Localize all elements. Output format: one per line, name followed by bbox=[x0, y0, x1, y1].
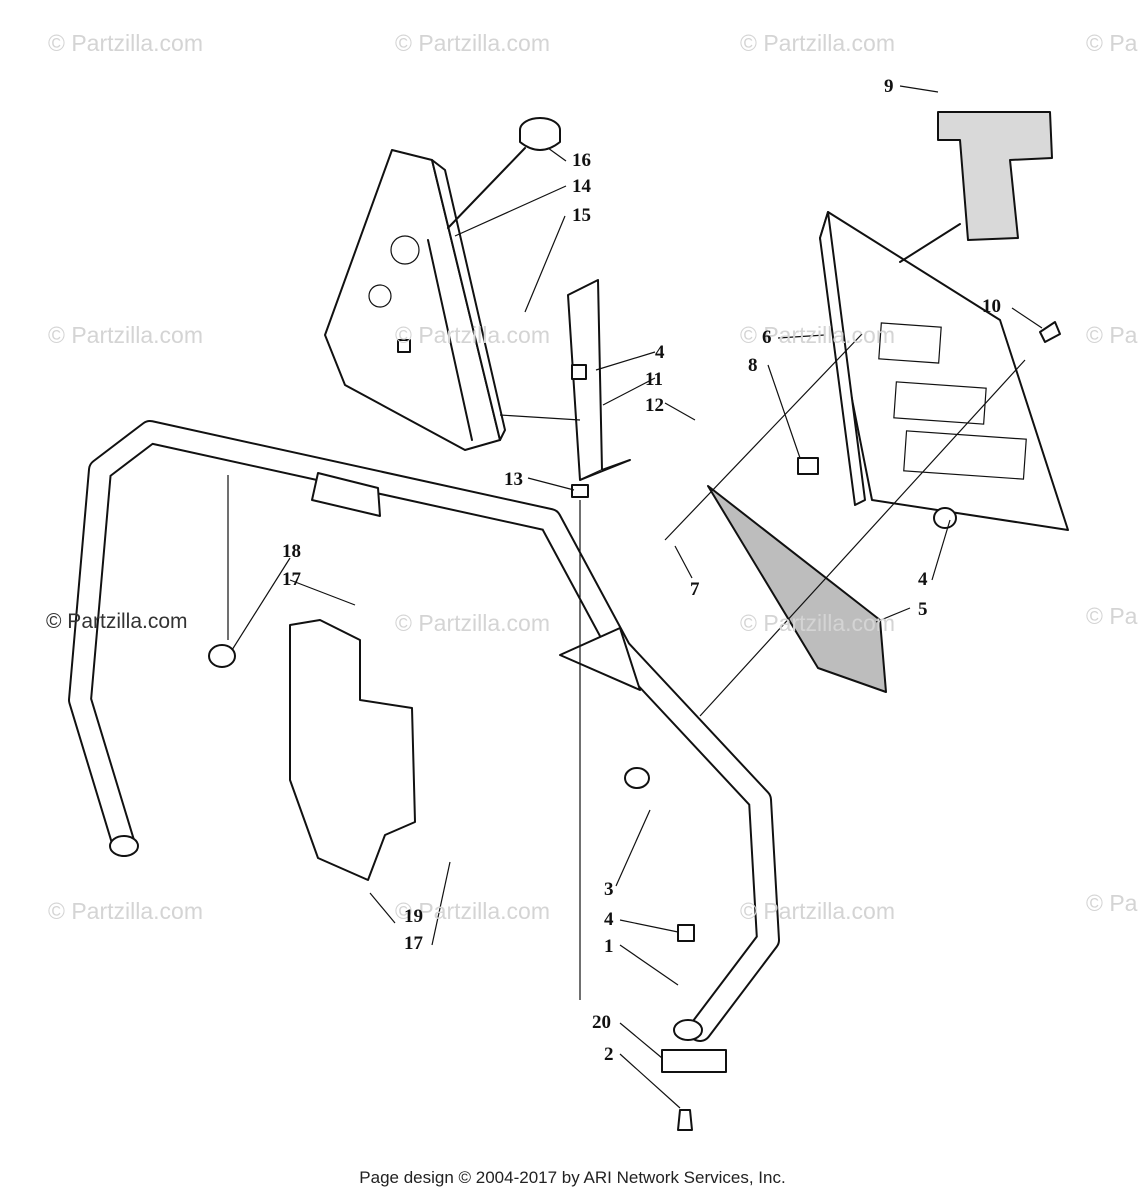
bracket-part bbox=[499, 279, 631, 498]
left-side-panel bbox=[324, 149, 506, 451]
callout-20: 20 bbox=[592, 1012, 611, 1033]
cap-part bbox=[447, 117, 561, 229]
watermark: © Pa bbox=[1086, 603, 1138, 629]
callout-4: 4 bbox=[604, 909, 614, 930]
callout-13: 13 bbox=[504, 469, 523, 490]
callout-3: 3 bbox=[604, 879, 614, 900]
fasteners bbox=[624, 321, 1061, 1131]
watermark: © Partzilla.com bbox=[48, 322, 203, 348]
callout-19: 19 bbox=[404, 906, 423, 927]
callout-4: 4 bbox=[918, 569, 928, 590]
callout-5: 5 bbox=[918, 599, 928, 620]
watermark: © Partzilla.com bbox=[740, 610, 895, 636]
callout-8: 8 bbox=[748, 355, 758, 376]
watermark: © Partzilla.com bbox=[48, 30, 203, 56]
watermark: © Partzilla.com bbox=[740, 898, 895, 924]
watermark: © Partzilla.com bbox=[395, 610, 550, 636]
callout-9: 9 bbox=[884, 76, 894, 97]
callout-14: 14 bbox=[572, 176, 591, 197]
watermark: © Partzilla.com bbox=[395, 30, 550, 56]
watermark: © Partzilla.com bbox=[740, 322, 895, 348]
callout-17: 17 bbox=[282, 569, 301, 590]
right-side-panel bbox=[797, 211, 1069, 531]
callout-2: 2 bbox=[604, 1044, 614, 1065]
callout-11: 11 bbox=[645, 369, 663, 390]
watermark: © Partzilla.com bbox=[46, 610, 188, 633]
callout-4: 4 bbox=[655, 342, 665, 363]
page-footer: Page design © 2004-2017 by ARI Network S… bbox=[359, 1168, 786, 1187]
watermark: © Partzilla.com bbox=[48, 898, 203, 924]
mesh-screen-part bbox=[707, 485, 887, 693]
callout-18: 18 bbox=[282, 541, 301, 562]
watermark: © Pa bbox=[1086, 890, 1138, 916]
watermark: © Partzilla.com bbox=[395, 322, 550, 348]
leader-lines bbox=[227, 85, 1043, 1109]
callout-12: 12 bbox=[645, 395, 664, 416]
watermark: © Pa bbox=[1086, 30, 1138, 56]
callout-7: 7 bbox=[690, 579, 700, 600]
callout-10: 10 bbox=[982, 296, 1001, 317]
watermark: © Partzilla.com bbox=[740, 30, 895, 56]
watermark: © Pa bbox=[1086, 322, 1138, 348]
callout-1: 1 bbox=[604, 936, 614, 957]
callout-15: 15 bbox=[572, 205, 591, 226]
watermark: © Partzilla.com bbox=[395, 898, 550, 924]
callout-17: 17 bbox=[404, 933, 423, 954]
callout-6: 6 bbox=[762, 327, 772, 348]
lower-center-plate bbox=[208, 619, 416, 881]
foam-block-part bbox=[899, 111, 1053, 263]
bumper-tube-part bbox=[68, 420, 780, 1042]
callout-16: 16 bbox=[572, 150, 591, 171]
